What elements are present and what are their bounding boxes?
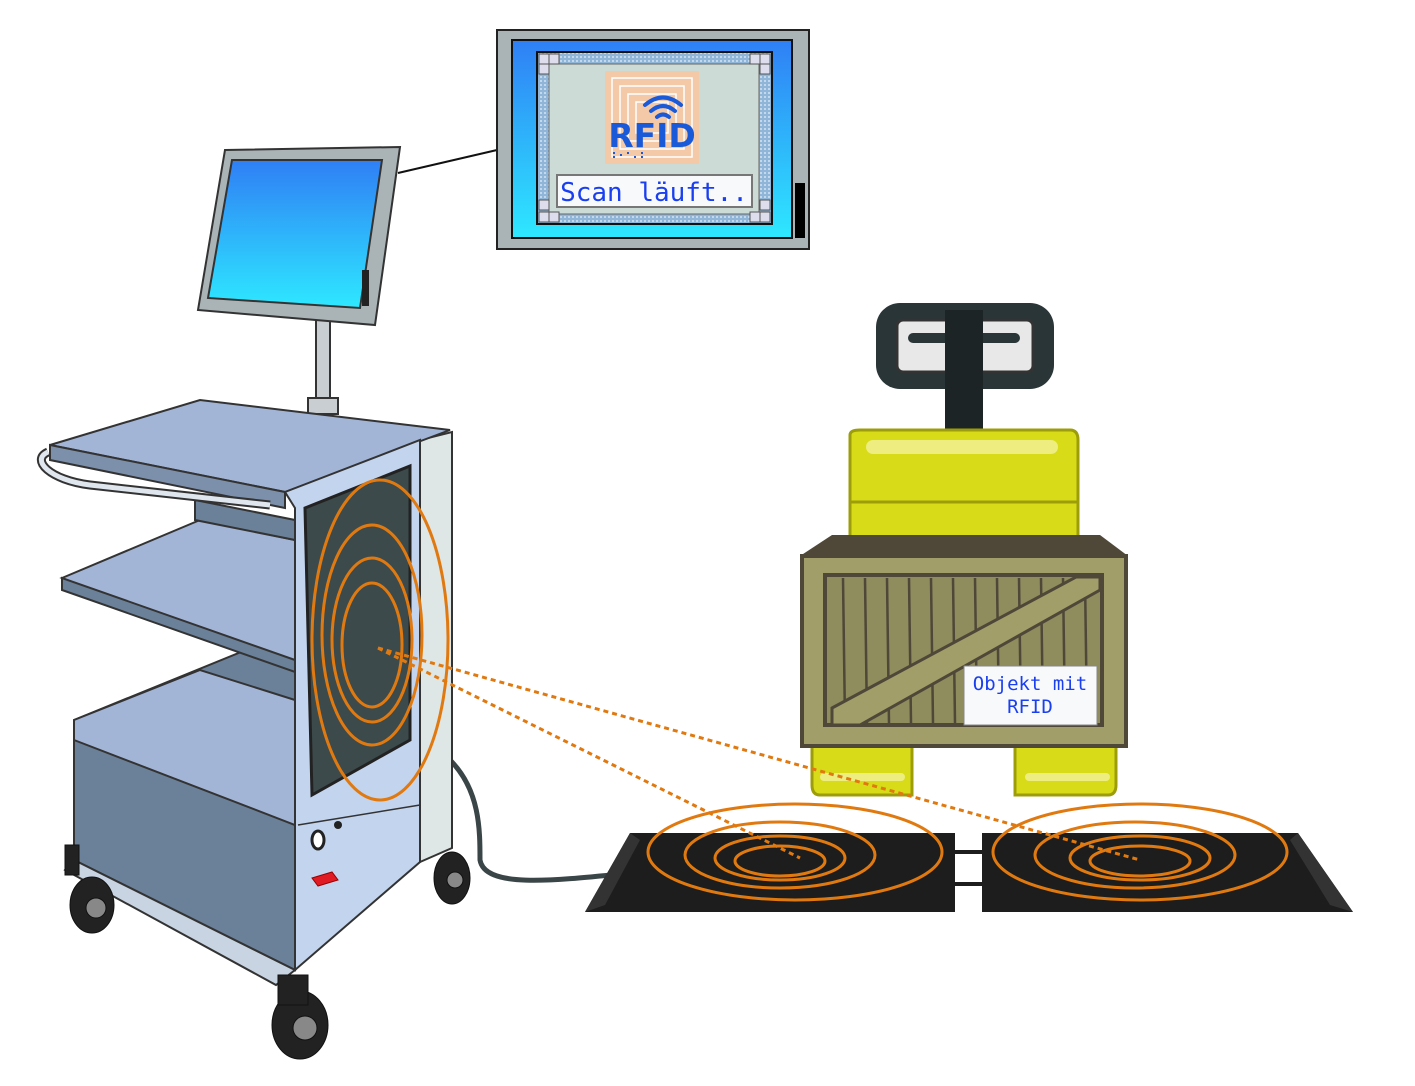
rfid-logo-text: RFID: [608, 116, 696, 155]
scan-status-text: Scan läuft..: [560, 178, 748, 208]
crate-plank-line: [841, 577, 847, 724]
status-box: [556, 174, 753, 208]
crate-label: [963, 665, 1098, 726]
scan-beam-lines: [377, 646, 1141, 862]
crate-label-line2: RFID: [1007, 696, 1053, 718]
wifi-icon: [643, 95, 683, 119]
medical-cart: [37, 398, 471, 1060]
callout-line: [397, 149, 498, 174]
cable: [448, 758, 641, 883]
cart-wheels: [64, 844, 471, 1060]
pallet-jack: [810, 303, 1118, 797]
crate-plank-line: [907, 577, 913, 724]
cart-monitor: [196, 145, 402, 415]
crate-plank-line: [929, 577, 935, 724]
crate: Objekt mit RFID: [800, 535, 1128, 748]
crate-label-line1: Objekt mit: [973, 673, 1087, 695]
rfid-signal-waves: [310, 478, 1289, 902]
screen-zoom-popup: RFID Scan läuft..: [496, 29, 810, 250]
power-switch: [311, 871, 339, 887]
scrollbar-arrows: [538, 53, 771, 223]
rfid-logo: RFID: [605, 71, 699, 164]
